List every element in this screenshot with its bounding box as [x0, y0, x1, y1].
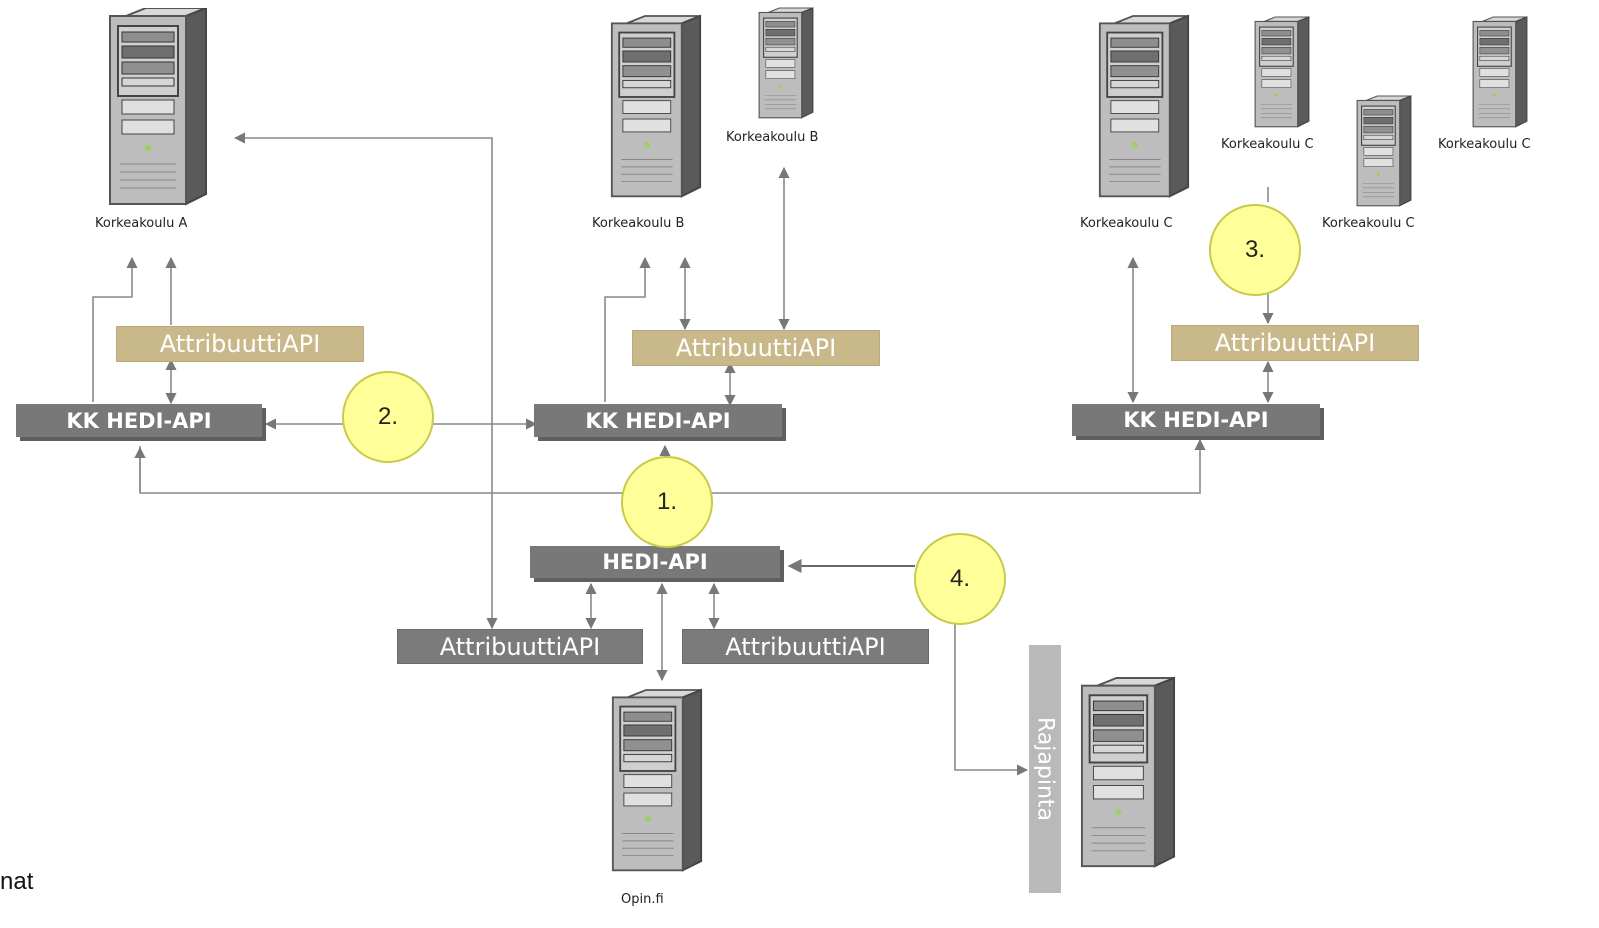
- server-icon: [758, 6, 814, 122]
- server-label-korkeakoulu-c: Korkeakoulu C: [1080, 216, 1173, 231]
- server-icon: [610, 8, 702, 208]
- step-4-circle: 4.: [914, 533, 1006, 625]
- kk-hedi-api-b: KK HEDI-API: [534, 404, 782, 437]
- clipped-side-text: nat: [0, 868, 34, 895]
- server-icon: [1098, 8, 1190, 208]
- server-label-korkeakoulu-c-3: Korkeakoulu C: [1438, 137, 1531, 152]
- kk-hedi-api-a: KK HEDI-API: [16, 404, 262, 437]
- step-1-circle: 1.: [621, 456, 713, 548]
- server-icon: [1472, 14, 1528, 132]
- server-icon: [1356, 94, 1412, 210]
- server-icon: [108, 8, 208, 208]
- server-label-korkeakoulu-c-1: Korkeakoulu C: [1221, 137, 1314, 152]
- attribute-api-left: AttribuuttiAPI: [397, 629, 643, 664]
- attribute-api-a: AttribuuttiAPI: [116, 326, 364, 362]
- hedi-api: HEDI-API: [530, 546, 780, 578]
- server-icon: [1080, 674, 1176, 874]
- kk-hedi-api-c: KK HEDI-API: [1072, 404, 1320, 436]
- server-label-korkeakoulu-a: Korkeakoulu A: [95, 216, 188, 231]
- server-label-opin: Opin.fi: [621, 892, 664, 907]
- step-3-circle: 3.: [1209, 204, 1301, 296]
- attribute-api-c: AttribuuttiAPI: [1171, 325, 1419, 361]
- attribute-api-b: AttribuuttiAPI: [632, 330, 880, 366]
- server-icon: [1254, 14, 1310, 132]
- attribute-api-right: AttribuuttiAPI: [682, 629, 929, 664]
- server-label-korkeakoulu-c-2: Korkeakoulu C: [1322, 216, 1415, 231]
- server-label-korkeakoulu-b-small: Korkeakoulu B: [726, 130, 819, 145]
- rajapinta-label: Rajapinta: [1032, 716, 1058, 822]
- step-2-circle: 2.: [342, 371, 434, 463]
- server-label-korkeakoulu-b: Korkeakoulu B: [592, 216, 685, 231]
- rajapinta-interface: Rajapinta: [1029, 645, 1061, 893]
- server-icon: [611, 682, 703, 882]
